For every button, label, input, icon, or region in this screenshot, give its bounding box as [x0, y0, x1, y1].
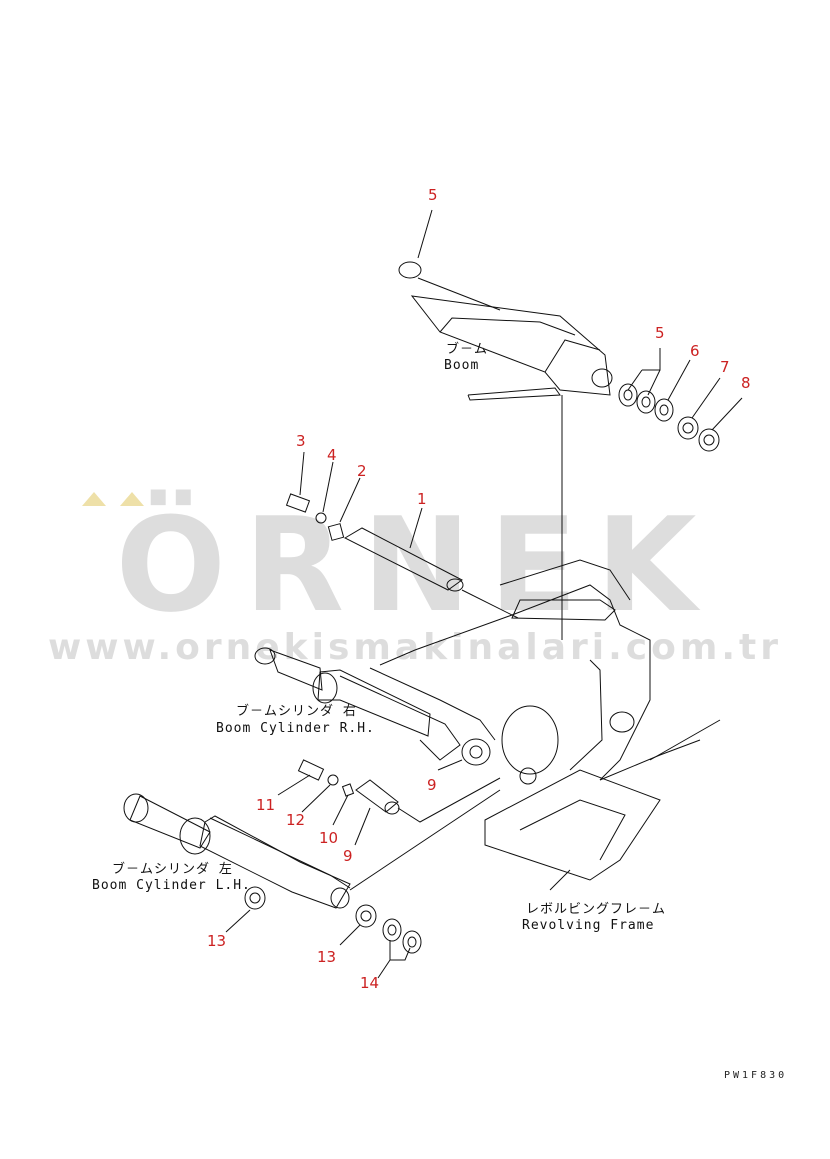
callout-6: 6: [690, 342, 700, 360]
label-cylinder-rh-en: Boom Cylinder R.H.: [216, 721, 375, 736]
callout-7: 7: [720, 358, 730, 376]
callout-13-right: 13: [317, 948, 337, 966]
label-frame-en: Revolving Frame: [522, 918, 655, 933]
callout-11: 11: [256, 796, 276, 814]
callout-14: 14: [360, 974, 380, 992]
callout-9-lower: 9: [343, 847, 353, 865]
boom-cylinder-rh: [254, 647, 461, 761]
callout-13-left: 13: [207, 932, 227, 950]
boom-part: [398, 261, 613, 640]
label-cylinder-rh-jp: ブ－ムシリンダ 右: [236, 704, 357, 719]
drawing-code: PW1F830: [724, 1070, 788, 1081]
label-boom-jp: ブ－ム: [446, 342, 489, 357]
watermark-umlaut: [82, 492, 144, 506]
watermark-url: www.ornekismakinalari.com.tr: [47, 627, 783, 668]
label-frame-jp: レボルビングフレ－ム: [526, 902, 667, 917]
revolving-frame-part: [369, 559, 721, 881]
callout-2: 2: [357, 462, 367, 480]
callout-8: 8: [741, 374, 751, 392]
callout-5-right: 5: [655, 324, 665, 342]
label-boom-en: Boom: [444, 358, 480, 373]
watermark-brand: ÖRNEK: [115, 489, 715, 641]
callout-10: 10: [319, 829, 339, 847]
label-cylinder-lh-en: Boom Cylinder L.H.: [92, 878, 251, 893]
callout-12: 12: [286, 811, 306, 829]
label-cylinder-lh-jp: ブ－ムシリンダ 左: [112, 862, 233, 877]
callout-9-upper: 9: [427, 776, 437, 794]
callout-1: 1: [417, 490, 427, 508]
callout-3: 3: [296, 432, 306, 450]
boom-cylinder-lh: [123, 789, 501, 909]
callout-4: 4: [327, 446, 337, 464]
callout-5-top: 5: [428, 186, 438, 204]
